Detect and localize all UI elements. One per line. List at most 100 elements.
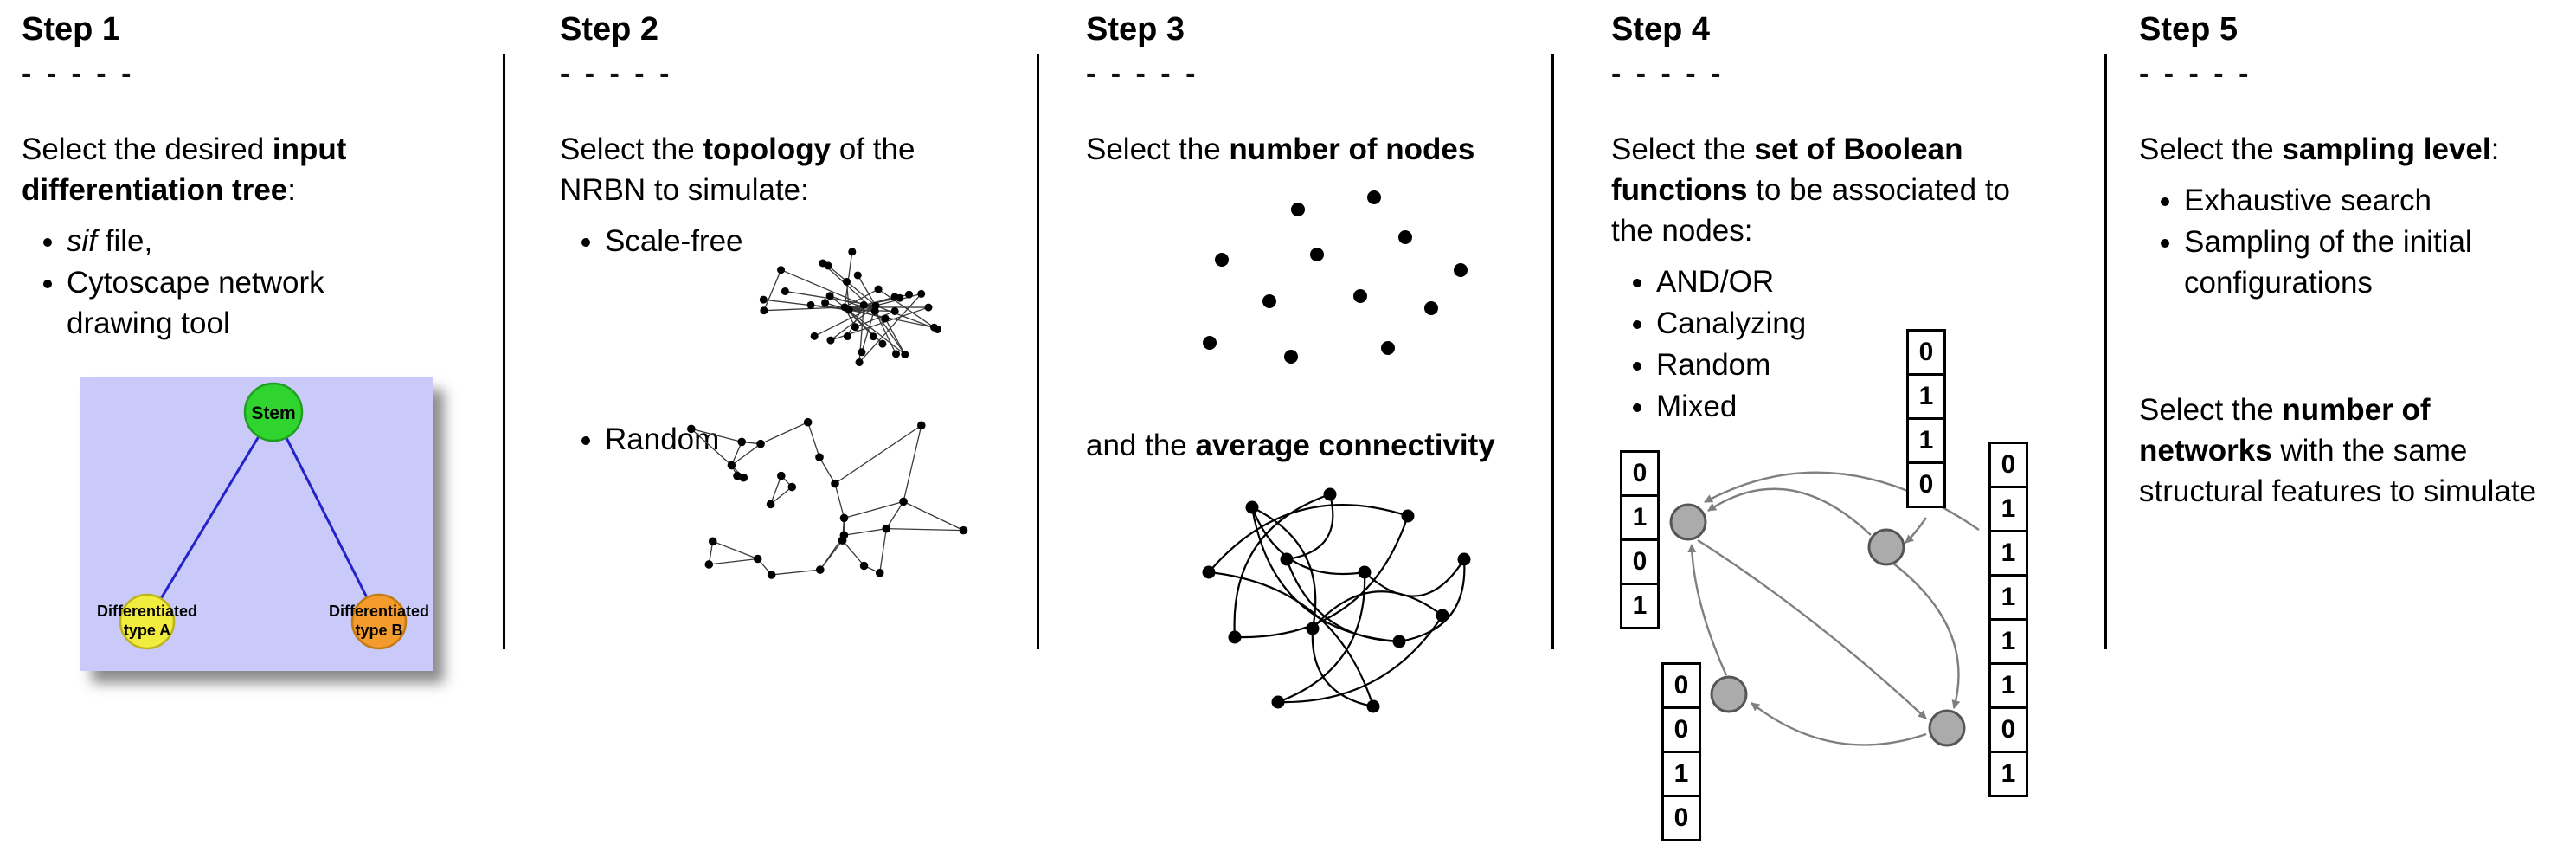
- table-cell: 1: [1988, 574, 2028, 621]
- bullet-item-mixed: Mixed: [1656, 386, 2104, 427]
- step-4-column: Step 4 - - - - - Select the set of Boole…: [1554, 0, 2104, 851]
- network-node: [845, 306, 853, 314]
- network-node: [687, 424, 696, 434]
- column-divider: [1551, 54, 1554, 649]
- tangle-node: [1457, 552, 1471, 566]
- step-title: Step 1: [22, 11, 121, 48]
- network-node: [838, 536, 847, 545]
- network-node: [753, 554, 762, 564]
- tangle-edge: [1277, 571, 1366, 703]
- scatter-node: [1203, 335, 1217, 350]
- network-node: [810, 332, 819, 340]
- network-node: [831, 479, 839, 488]
- tangle-node: [1306, 622, 1320, 635]
- input-options-list: sif file, Cytoscape network drawing tool: [22, 221, 350, 344]
- network-node: [759, 295, 768, 304]
- network-node: [819, 259, 827, 268]
- tangle-node: [1392, 635, 1406, 648]
- network-node: [704, 560, 714, 569]
- random-network-figure: [687, 417, 968, 579]
- tangle-node: [1401, 509, 1415, 523]
- connectivity-tangle-figure: [1202, 487, 1471, 713]
- tangle-node: [1245, 500, 1259, 514]
- network-node: [890, 306, 899, 315]
- boolean-network-edge: [1687, 544, 1728, 676]
- table-cell: 0: [1661, 662, 1701, 709]
- tangle-edge: [1364, 558, 1465, 597]
- network-edge: [857, 274, 877, 306]
- network-edge: [770, 487, 793, 505]
- network-edge: [827, 265, 877, 306]
- network-edge: [842, 539, 865, 566]
- step-1-column: Step 1 - - - - - Select the desired inpu…: [0, 0, 503, 851]
- network-node: [776, 471, 786, 480]
- bullet-item-random: Random: [1656, 345, 2104, 385]
- network-edge: [884, 318, 906, 355]
- bullet-item-and-or: AND/OR: [1656, 261, 2104, 302]
- network-node: [874, 285, 883, 293]
- network-node: [848, 248, 857, 256]
- network-node: [917, 289, 926, 298]
- table-cell: 1: [1988, 662, 2028, 709]
- scatter-node: [1454, 262, 1468, 277]
- network-node: [733, 471, 742, 480]
- network-node: [881, 314, 890, 323]
- table-cell: 0: [1906, 461, 1946, 508]
- network-edge: [771, 569, 820, 576]
- network-edge: [885, 501, 904, 529]
- network-edge: [877, 288, 935, 328]
- tangle-edge: [1208, 503, 1409, 573]
- network-edge: [691, 428, 732, 467]
- step-title: Step 3: [1086, 11, 1185, 48]
- boolean-network-svg: [1669, 471, 1980, 747]
- network-edge: [886, 527, 964, 532]
- intro-paragraph: Select the desired input differentiation…: [22, 132, 347, 207]
- table-cell: 1: [1620, 583, 1660, 629]
- network-edge: [903, 500, 964, 532]
- boolean-network-edge: [1905, 517, 1927, 544]
- tangle-node: [1366, 699, 1380, 713]
- tangle-node: [1271, 695, 1285, 709]
- network-edge: [781, 269, 864, 306]
- network-node: [858, 348, 866, 357]
- tangle-node: [1358, 565, 1372, 579]
- network-edge: [830, 305, 877, 341]
- network-node: [787, 482, 797, 492]
- table-cell: 1: [1620, 494, 1660, 541]
- network-edge: [855, 310, 896, 328]
- network-node: [871, 301, 880, 310]
- network-edge: [829, 295, 876, 313]
- network-edge: [819, 456, 836, 484]
- table-cell: 0: [1620, 538, 1660, 585]
- network-node: [905, 290, 914, 299]
- column-divider: [503, 54, 505, 649]
- tangle-edge: [1250, 506, 1400, 642]
- network-node: [825, 292, 834, 300]
- network-edge: [730, 442, 742, 466]
- boolean-function-options-list: AND/OR Canalyzing Random Mixed: [1611, 261, 2104, 427]
- network-node: [842, 277, 851, 286]
- tangle-edge: [1286, 493, 1334, 560]
- network-edge: [807, 422, 820, 458]
- table-cell: 1: [1661, 751, 1701, 797]
- tangle-node: [1202, 565, 1216, 579]
- network-edge: [763, 269, 782, 311]
- table-cell: 0: [1988, 442, 2028, 488]
- scale-free-network-figure: [759, 248, 941, 367]
- network-edge: [875, 305, 938, 331]
- dashes-separator: - - - - -: [560, 56, 673, 90]
- network-edge: [846, 305, 864, 337]
- boolean-network-node: [1669, 503, 1707, 541]
- network-node: [839, 513, 849, 523]
- table-cell: 0: [1620, 450, 1660, 497]
- scatter-node: [1215, 252, 1229, 267]
- table-cell: 0: [1906, 329, 1946, 376]
- network-node: [777, 266, 786, 274]
- tangle-edge: [1311, 628, 1374, 707]
- table-cell: 0: [1988, 706, 2028, 753]
- type-a-label-line2: type A: [124, 622, 170, 639]
- truth-table-left: 0 1 0 1: [1620, 450, 1660, 629]
- tangle-node: [1228, 630, 1242, 644]
- bullet-item-sif-file: sif file,: [67, 221, 350, 261]
